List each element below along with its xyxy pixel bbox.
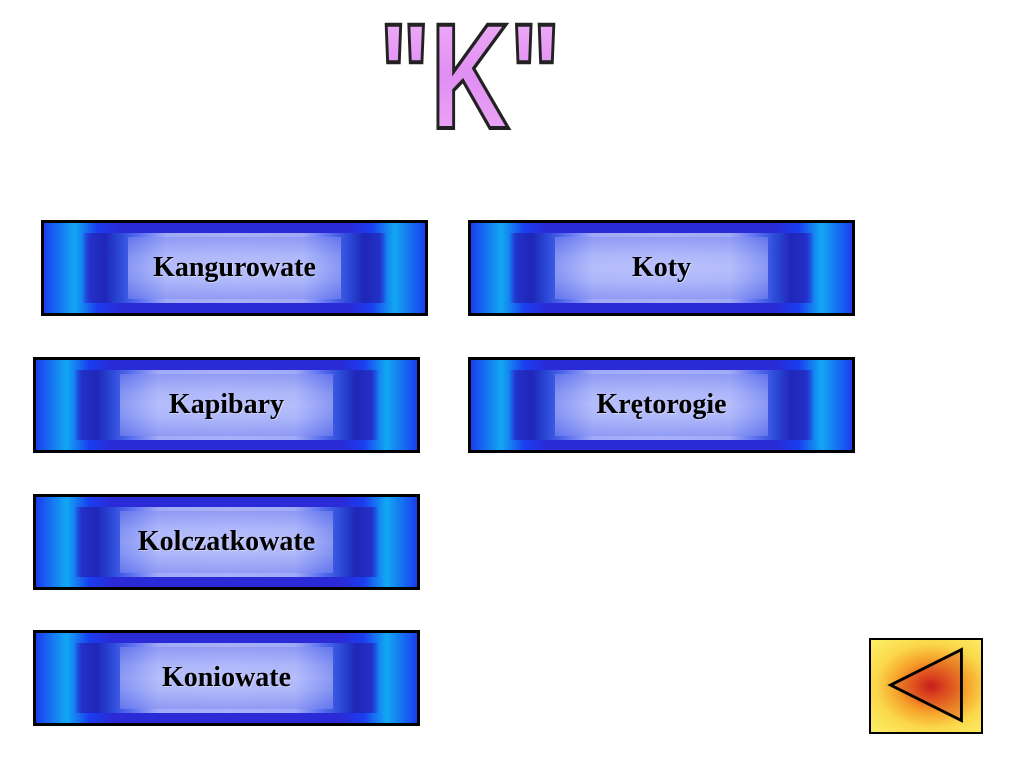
button-kangurowate[interactable]: Kangurowate xyxy=(41,220,428,316)
button-inner-highlight xyxy=(554,237,769,299)
button-inner-highlight xyxy=(119,374,334,436)
button-koniowate[interactable]: Koniowate xyxy=(33,630,420,726)
button-label: Koty xyxy=(631,252,692,283)
button-inner-highlight xyxy=(119,511,334,573)
button-inner-highlight xyxy=(127,237,342,299)
button-kretorogie[interactable]: Krętorogie xyxy=(468,357,855,453)
left-triangle-arrow-icon xyxy=(887,647,963,723)
title-wordart: "K" xyxy=(377,6,563,146)
button-label: Kolczatkowate xyxy=(137,526,316,557)
button-label: Krętorogie xyxy=(596,389,727,420)
title-text: "K" xyxy=(379,6,561,146)
button-label: Koniowate xyxy=(161,662,292,693)
button-inner-highlight xyxy=(554,374,769,436)
button-kolczatkowate[interactable]: Kolczatkowate xyxy=(33,494,420,590)
button-kapibary[interactable]: Kapibary xyxy=(33,357,420,453)
button-label: Kangurowate xyxy=(153,252,316,283)
button-label: Kapibary xyxy=(168,389,285,420)
slide-title: "K" xyxy=(340,6,600,146)
back-button[interactable] xyxy=(869,638,983,734)
button-inner-highlight xyxy=(119,647,334,709)
button-koty[interactable]: Koty xyxy=(468,220,855,316)
